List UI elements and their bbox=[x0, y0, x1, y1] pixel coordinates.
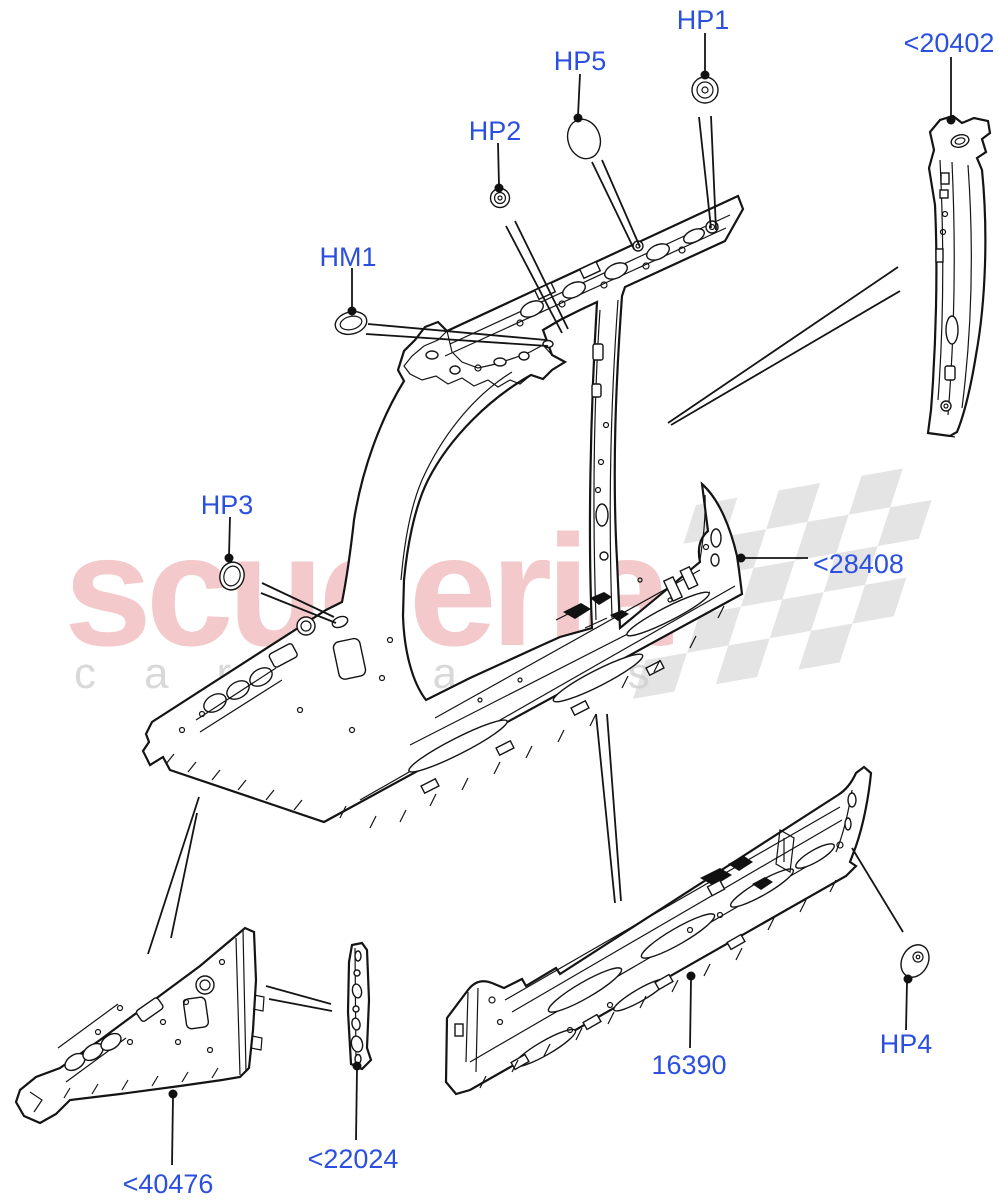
part-label-hp2[interactable]: HP2 bbox=[469, 116, 522, 146]
rear-quarter-fin-details bbox=[699, 494, 722, 567]
sill-reinforcement-strip bbox=[346, 941, 373, 1071]
checkered-flag-watermark bbox=[633, 468, 932, 699]
seal-ring-hp5 bbox=[566, 118, 602, 160]
part-label-20402[interactable]: <20402 bbox=[904, 28, 995, 58]
part-label-40476[interactable]: <40476 bbox=[123, 1169, 214, 1199]
b-pillar-inner-panel bbox=[926, 114, 992, 438]
sill-details bbox=[339, 565, 736, 829]
part-label-hp1[interactable]: HP1 bbox=[677, 5, 730, 35]
part-labels: HP1 HP5 HP2 <20402 HM1 HP3 <28408 16390 … bbox=[123, 5, 995, 1199]
grommet-hp3 bbox=[219, 561, 245, 591]
part-label-hp3[interactable]: HP3 bbox=[201, 490, 254, 520]
part-label-hp5[interactable]: HP5 bbox=[554, 46, 607, 76]
grommet-hp1 bbox=[691, 76, 719, 104]
body-side-aperture-panel bbox=[141, 194, 745, 829]
part-label-hp4[interactable]: HP4 bbox=[880, 1029, 933, 1059]
leader-lines bbox=[147, 33, 956, 1166]
grommet-hp4 bbox=[900, 944, 930, 978]
part-label-28408[interactable]: <28408 bbox=[813, 549, 904, 579]
part-label-22024[interactable]: <22024 bbox=[308, 1144, 399, 1174]
part-label-16390[interactable]: 16390 bbox=[651, 1050, 726, 1080]
hinge-pillar-lower-panel bbox=[14, 926, 265, 1125]
sill-outer-panel bbox=[444, 765, 873, 1096]
grommet-hm1 bbox=[334, 310, 368, 336]
a-pillar-inner-line bbox=[400, 371, 513, 581]
grommet-hp2 bbox=[489, 187, 511, 209]
a-pillar-flange-bracket bbox=[403, 329, 567, 388]
front-cowl-details bbox=[165, 615, 394, 811]
part-label-hm1[interactable]: HM1 bbox=[319, 242, 376, 272]
